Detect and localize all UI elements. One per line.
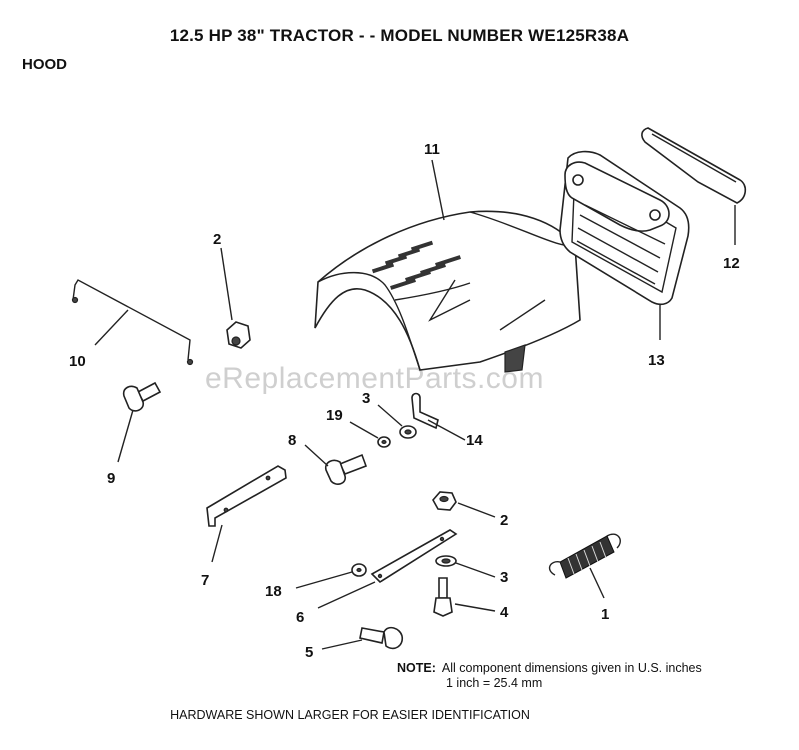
callout-1: 1 <box>601 606 609 623</box>
washer-3-part[interactable] <box>399 425 417 439</box>
leader-7 <box>211 524 223 563</box>
leader-9 <box>117 409 134 463</box>
hood-part[interactable] <box>314 210 581 373</box>
section-title: HOOD <box>22 56 67 73</box>
washer-19-part[interactable] <box>377 436 391 448</box>
leader-2a <box>220 247 233 321</box>
leader-3b <box>455 562 496 578</box>
leader-6 <box>317 581 376 609</box>
strap-6-part[interactable] <box>370 529 458 584</box>
callout-5: 5 <box>305 644 313 661</box>
nut-part[interactable] <box>226 321 251 349</box>
callout-6: 6 <box>296 609 304 626</box>
leader-11 <box>431 159 445 221</box>
leader-3a <box>377 404 403 427</box>
grille-part[interactable] <box>559 150 690 306</box>
callout-13: 13 <box>648 352 665 369</box>
leader-19 <box>349 421 379 439</box>
callout-18: 18 <box>265 583 282 600</box>
diagram-title: 12.5 HP 38" TRACTOR - - MODEL NUMBER WE1… <box>169 26 630 45</box>
callout-19: 19 <box>326 407 343 424</box>
callout-14: 14 <box>466 432 483 449</box>
bolt-8-part[interactable] <box>324 453 368 485</box>
nut-2-lower-part[interactable] <box>432 491 457 511</box>
callout-11: 11 <box>424 141 440 158</box>
leader-10 <box>94 309 129 346</box>
hood-rod-part[interactable] <box>71 279 194 366</box>
callout-2a: 2 <box>213 231 221 248</box>
washer-18-part[interactable] <box>351 563 367 577</box>
watermark: eReplacementParts.com <box>205 362 544 395</box>
bracket-7-part[interactable] <box>206 465 287 527</box>
bolt-9-part[interactable] <box>122 381 162 412</box>
footer-caption: HARDWARE SHOWN LARGER FOR EASIER IDENTIF… <box>170 708 530 722</box>
note-block: NOTE: All component dimensions given in U… <box>397 661 702 691</box>
washer-3-lower-part[interactable] <box>435 555 457 567</box>
spring-part[interactable] <box>548 533 621 579</box>
lens-part[interactable] <box>641 127 747 204</box>
callout-3b: 3 <box>500 569 508 586</box>
callout-9: 9 <box>107 470 115 487</box>
leader-5 <box>321 639 363 650</box>
leader-1 <box>589 567 605 599</box>
bolt-5-part[interactable] <box>359 626 404 650</box>
callout-2b: 2 <box>500 512 508 529</box>
note-line-2: 1 inch = 25.4 mm <box>446 676 543 690</box>
leader-8 <box>304 444 329 467</box>
callout-12: 12 <box>723 255 740 272</box>
leader-4 <box>454 603 496 612</box>
leader-18 <box>295 571 353 589</box>
callout-3a: 3 <box>362 390 370 407</box>
callout-7: 7 <box>201 572 209 589</box>
note-prefix: NOTE: <box>397 661 436 675</box>
callout-10: 10 <box>69 353 86 370</box>
leader-2b <box>457 502 496 518</box>
bolt-4-part[interactable] <box>433 577 453 617</box>
clip-part[interactable] <box>411 392 439 430</box>
leader-14 <box>427 419 466 441</box>
callout-4: 4 <box>500 604 509 621</box>
note-line-1: All component dimensions given in U.S. i… <box>441 661 702 675</box>
callout-8: 8 <box>288 432 296 449</box>
